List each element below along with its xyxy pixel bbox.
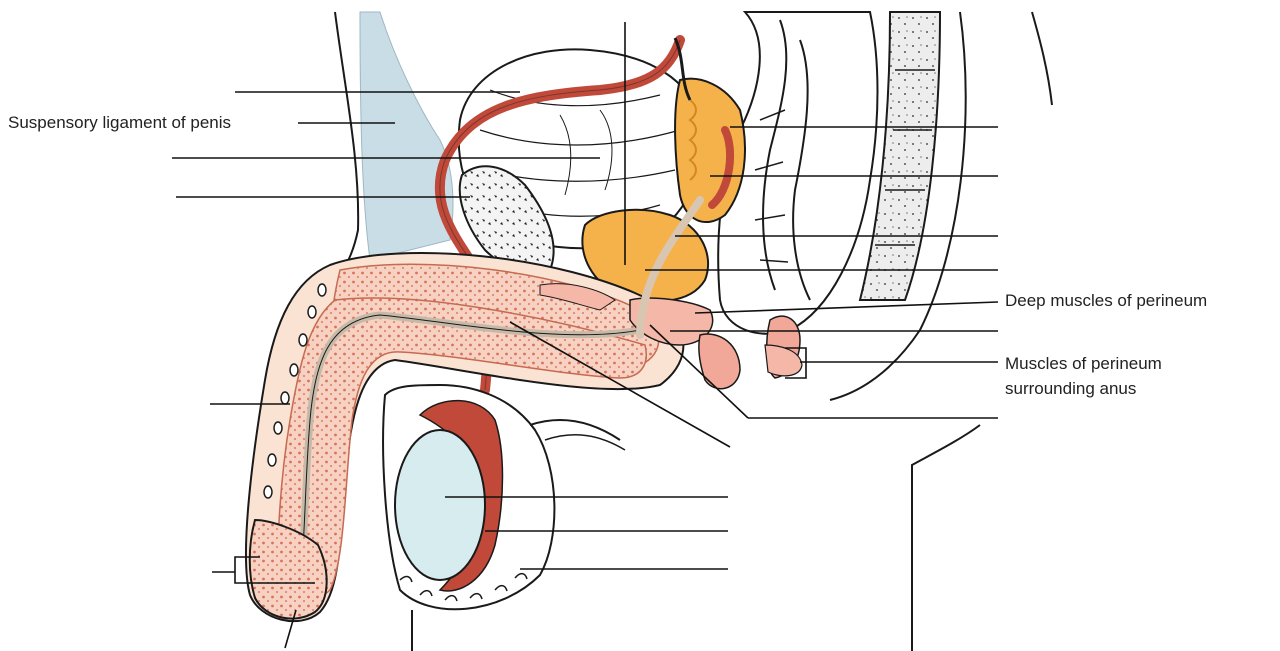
- label-deep-muscles-of-perineum: Deep muscles of perineum: [1005, 290, 1207, 312]
- label-surrounding-anus: surrounding anus: [1005, 378, 1136, 400]
- label-suspensory-ligament: Suspensory ligament of penis: [8, 112, 231, 134]
- label-muscles-of-perineum: Muscles of perineum: [1005, 353, 1162, 375]
- seminal-vesicle: [675, 79, 745, 222]
- suspensory-ligament-shape: [360, 12, 453, 260]
